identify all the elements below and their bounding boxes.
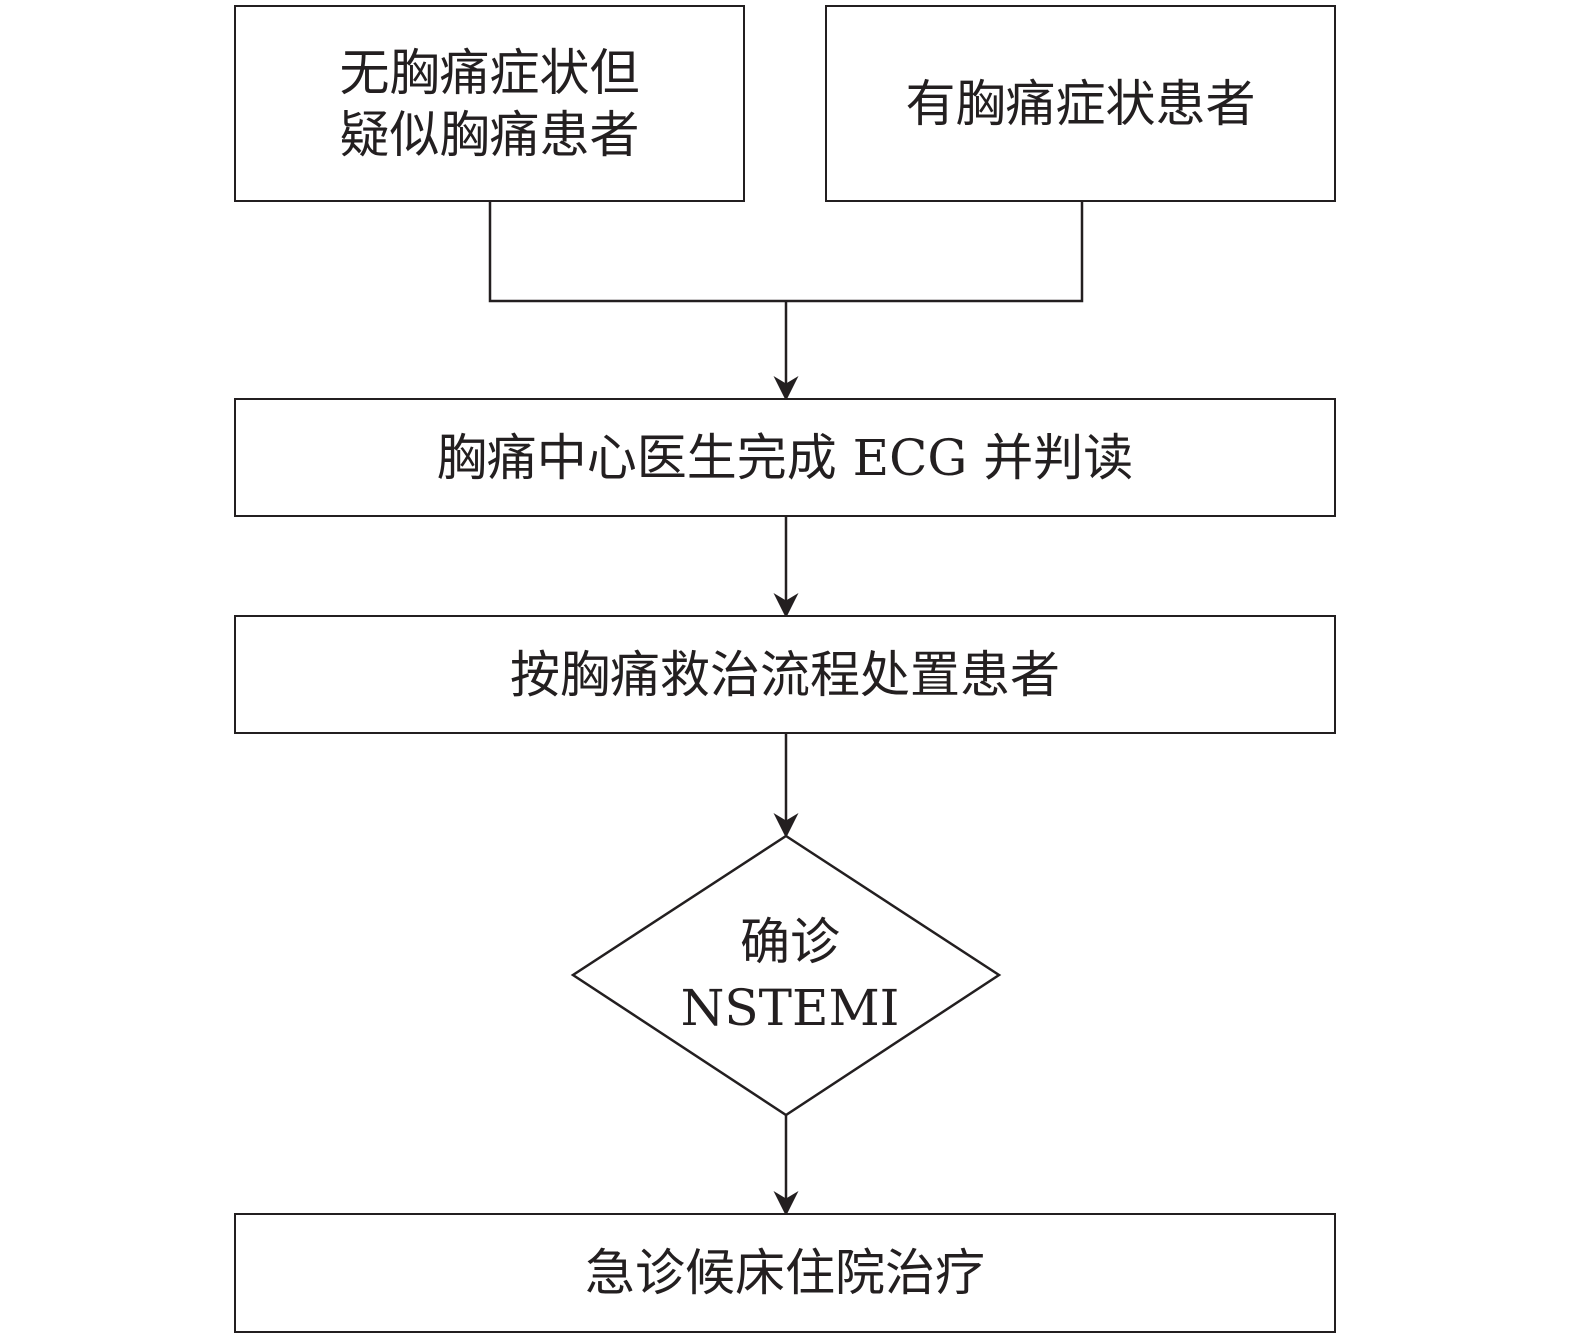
node-no-chest-pain-suspected: 无胸痛症状但 疑似胸痛患者 xyxy=(234,5,745,202)
node-no-chest-pain-line1: 无胸痛症状但 xyxy=(339,43,640,102)
node-no-chest-pain-line2: 疑似胸痛患者 xyxy=(339,105,640,164)
node-admission-label: 急诊候床住院治疗 xyxy=(585,1244,985,1302)
node-treatment-label: 按胸痛救治流程处置患者 xyxy=(510,645,1060,704)
merge-connector xyxy=(488,202,1084,303)
decision-label-line2: NSTEMI xyxy=(680,979,900,1037)
node-chest-pain-patient: 有胸痛症状患者 xyxy=(825,5,1336,202)
node-ecg-label: 胸痛中心医生完成 ECG 并判读 xyxy=(436,428,1134,487)
decision-label-line1: 确诊 xyxy=(740,913,840,971)
node-emergency-admission: 急诊候床住院治疗 xyxy=(234,1213,1336,1333)
decision-label: 确诊 NSTEMI xyxy=(640,900,940,1050)
node-chest-pain-treatment: 按胸痛救治流程处置患者 xyxy=(234,615,1336,734)
node-chest-pain-label: 有胸痛症状患者 xyxy=(905,74,1256,133)
node-ecg-interpretation: 胸痛中心医生完成 ECG 并判读 xyxy=(234,398,1336,517)
